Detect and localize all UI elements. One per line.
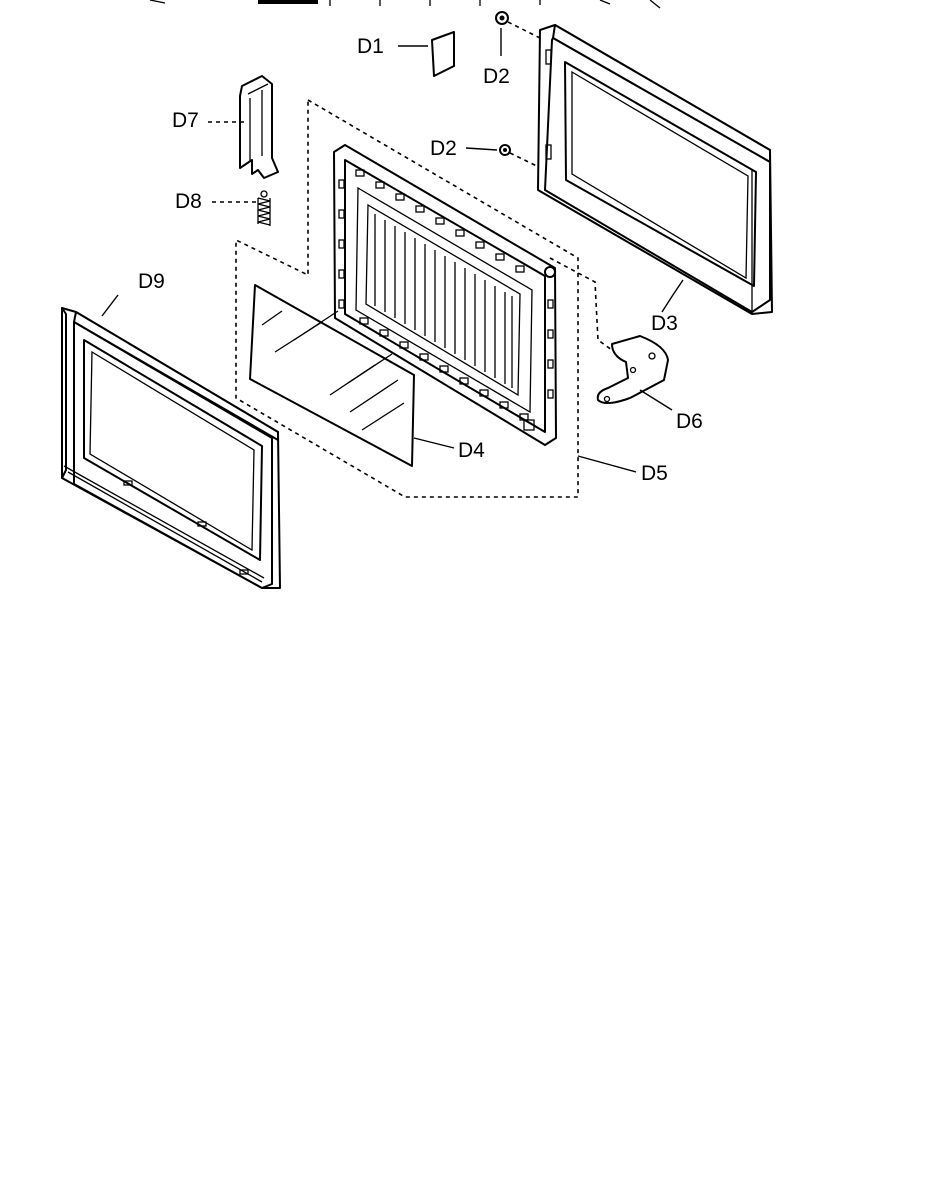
part-d5-assembly-boundary [235,99,579,498]
callout-labels: D1 D2 D2 D3 D4 D5 D6 D7 D8 D9 [138,35,703,485]
callout-d4: D4 [458,439,485,462]
hinge-alignment-line [549,257,613,351]
part-d8-spring [257,190,271,226]
part-d7-latch-hook [239,75,279,179]
leader-lines [101,28,684,473]
part-d5-inner-door-panel [333,144,557,446]
panel-rim-slots [338,169,554,421]
part-d4-glass-pane [249,284,415,467]
part-d6-hinge [596,335,669,404]
part-d3-door-frame [537,24,773,315]
callout-d2-middle: D2 [430,137,457,160]
part-d2-screw-top [495,11,549,43]
callout-d3: D3 [651,312,678,335]
part-d1-label-sheet [431,31,455,77]
top-edge-fragments [149,0,661,9]
perforated-mesh [374,214,513,388]
callout-d7: D7 [172,109,199,132]
callout-d2-top: D2 [483,65,510,88]
callout-d8: D8 [175,190,202,213]
callout-d1: D1 [357,35,384,58]
part-d9-door-front-frame [61,307,281,589]
callout-d6: D6 [676,410,703,433]
callout-d9: D9 [138,270,165,293]
callout-d5: D5 [641,462,668,485]
